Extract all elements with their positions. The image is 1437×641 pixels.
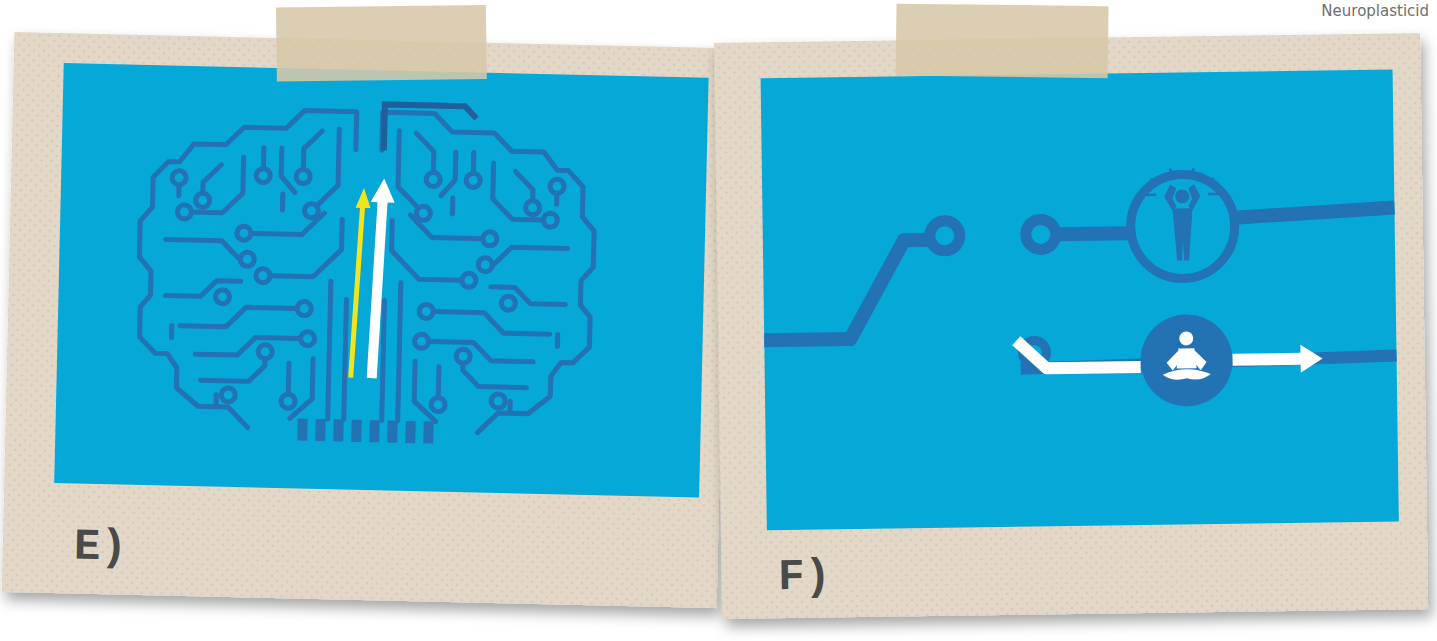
- brain-pins: [297, 418, 433, 443]
- meditation-icon: [1162, 331, 1211, 380]
- photo-ground: [761, 69, 1399, 530]
- old-pathway: [762, 171, 1396, 340]
- page-title: Neuroplasticid: [1321, 2, 1429, 20]
- tape: [276, 5, 487, 82]
- photo-frame: [714, 33, 1428, 619]
- frame-label: E): [73, 521, 127, 572]
- stress-icon: [1146, 168, 1219, 261]
- photo-frame: [2, 32, 730, 608]
- tape: [896, 4, 1109, 79]
- frame-label: F): [778, 552, 832, 603]
- pathway-arrows: [351, 178, 396, 379]
- photo-ground: [54, 63, 708, 498]
- circuit-brain: [136, 107, 357, 430]
- circuit-brain: [376, 112, 597, 435]
- new-pathway: [1016, 312, 1323, 408]
